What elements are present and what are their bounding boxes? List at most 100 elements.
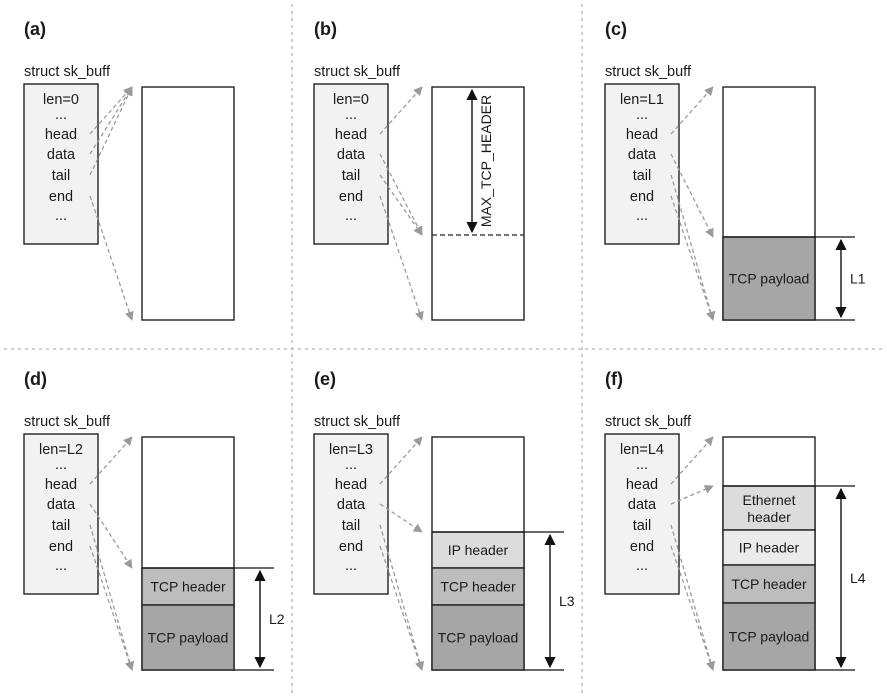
panel-label: (b)	[314, 19, 337, 39]
segment-ip-header	[722, 529, 816, 566]
end-field: end	[630, 189, 654, 205]
tail-pointer-arrow	[379, 174, 423, 236]
head-pointer-arrow	[670, 86, 714, 135]
ellipsis-field: ...	[345, 107, 357, 123]
struct-title: struct sk_buff	[24, 64, 111, 80]
segment-ethernet-header	[722, 485, 816, 531]
struct-title: struct sk_buff	[314, 414, 401, 430]
data-field: data	[337, 497, 366, 513]
panel-separators	[4, 4, 883, 695]
struct-title: struct sk_buff	[605, 64, 692, 80]
data-pointer-arrow	[670, 153, 714, 238]
sk-buff-struct-box	[23, 433, 99, 595]
segment-label: TCP header	[150, 579, 226, 595]
segment-label: Ethernet	[743, 492, 796, 508]
sk-buff-struct-box	[604, 83, 680, 245]
ellipsis-field: ...	[345, 558, 357, 574]
len-field: len=L2	[39, 442, 83, 458]
segment-label: IP header	[448, 542, 509, 558]
data-field: data	[47, 497, 76, 513]
tail-pointer-arrow	[670, 524, 716, 671]
length-label: L3	[559, 593, 575, 609]
end-pointer-arrow	[89, 195, 134, 321]
ellipsis-field: ...	[636, 457, 648, 473]
panel-c: (c)struct sk_bufflen=L1...headdatatailen…	[604, 19, 866, 321]
head-pointer-arrow	[379, 436, 423, 485]
ellipsis-field: ...	[636, 208, 648, 224]
segment-label: header	[747, 509, 791, 525]
length-label: L4	[850, 570, 866, 586]
head-field: head	[335, 127, 367, 143]
end-field: end	[339, 189, 363, 205]
end-pointer-arrow	[670, 545, 715, 671]
panels-group: (a) struct sk_buff len=0... head data tail end…	[23, 19, 866, 671]
tail-pointer-arrow	[89, 524, 135, 671]
head-field: head	[626, 127, 658, 143]
tail-pointer-arrow	[89, 86, 133, 176]
length-label: L1	[850, 271, 866, 287]
len-field: len=0	[333, 92, 369, 108]
data-buffer	[431, 86, 525, 321]
end-field: end	[49, 539, 73, 555]
data-field: data	[47, 147, 76, 163]
segment-label: TCP payload	[438, 630, 519, 646]
ellipsis-field: ...	[55, 457, 67, 473]
sk-buff-struct-box	[23, 83, 99, 245]
tail-field: tail	[52, 518, 71, 534]
ellipsis-field: ...	[636, 107, 648, 123]
end-pointer-arrow	[379, 545, 424, 671]
max-tcp-header-label: MAX_TCP_HEADER	[478, 95, 494, 227]
ellipsis-field: ...	[636, 558, 648, 574]
data-pointer-arrow	[379, 503, 423, 533]
head-pointer-arrow	[670, 436, 714, 485]
segment-tcp-payload	[722, 602, 816, 671]
segment-label: TCP header	[440, 579, 516, 595]
tail-field: tail	[52, 168, 71, 184]
head-field: head	[626, 477, 658, 493]
sk-buff-struct-box	[313, 83, 389, 245]
tail-pointer-arrow	[379, 524, 425, 671]
sk-buff-struct-box	[604, 433, 680, 595]
struct-title: struct sk_buff	[24, 414, 111, 430]
segment-label: TCP payload	[148, 630, 229, 646]
segment-tcp-header	[431, 567, 525, 606]
segment-tcp-header	[722, 564, 816, 604]
head-field: head	[45, 127, 77, 143]
struct-title: struct sk_buff	[314, 64, 401, 80]
data-pointer-arrow	[89, 86, 133, 155]
head-field: head	[45, 477, 77, 493]
panel-a: (a)struct sk_bufflen=0...headdatatailend…	[23, 19, 235, 321]
head-pointer-arrow	[89, 436, 133, 485]
segment-label: TCP payload	[729, 271, 810, 287]
end-field: end	[49, 189, 73, 205]
head-field: head	[335, 477, 367, 493]
end-pointer-arrow	[89, 545, 134, 671]
panel-label: (c)	[605, 19, 627, 39]
tail-field: tail	[342, 518, 361, 534]
end-field: end	[630, 539, 654, 555]
len-field: len=L4	[620, 442, 664, 458]
segment-label: IP header	[739, 540, 800, 556]
end-pointer-arrow	[670, 195, 715, 321]
panel-e: (e)struct sk_bufflen=L3...headdatatailen…	[313, 369, 575, 671]
len-field: len=L1	[620, 92, 664, 108]
panel-f: (f)struct sk_bufflen=L4...headdatatailen…	[604, 369, 866, 671]
tail-field: tail	[342, 168, 361, 184]
data-pointer-arrow	[89, 503, 133, 569]
ellipsis-field: ...	[55, 558, 67, 574]
panel-label: (a)	[24, 19, 46, 39]
segment-label: TCP payload	[729, 629, 810, 645]
segment-tcp-payload	[722, 236, 816, 321]
panel-label: (d)	[24, 369, 47, 389]
segment-ip-header	[431, 531, 525, 569]
data-buffer	[141, 86, 235, 321]
data-field: data	[628, 497, 657, 513]
len-field: len=L3	[329, 442, 373, 458]
data-pointer-arrow	[670, 485, 714, 505]
panel-label: (f)	[605, 369, 623, 389]
end-field: end	[339, 539, 363, 555]
segment-label: TCP header	[731, 576, 807, 592]
end-pointer-arrow	[379, 195, 424, 321]
data-field: data	[337, 147, 366, 163]
